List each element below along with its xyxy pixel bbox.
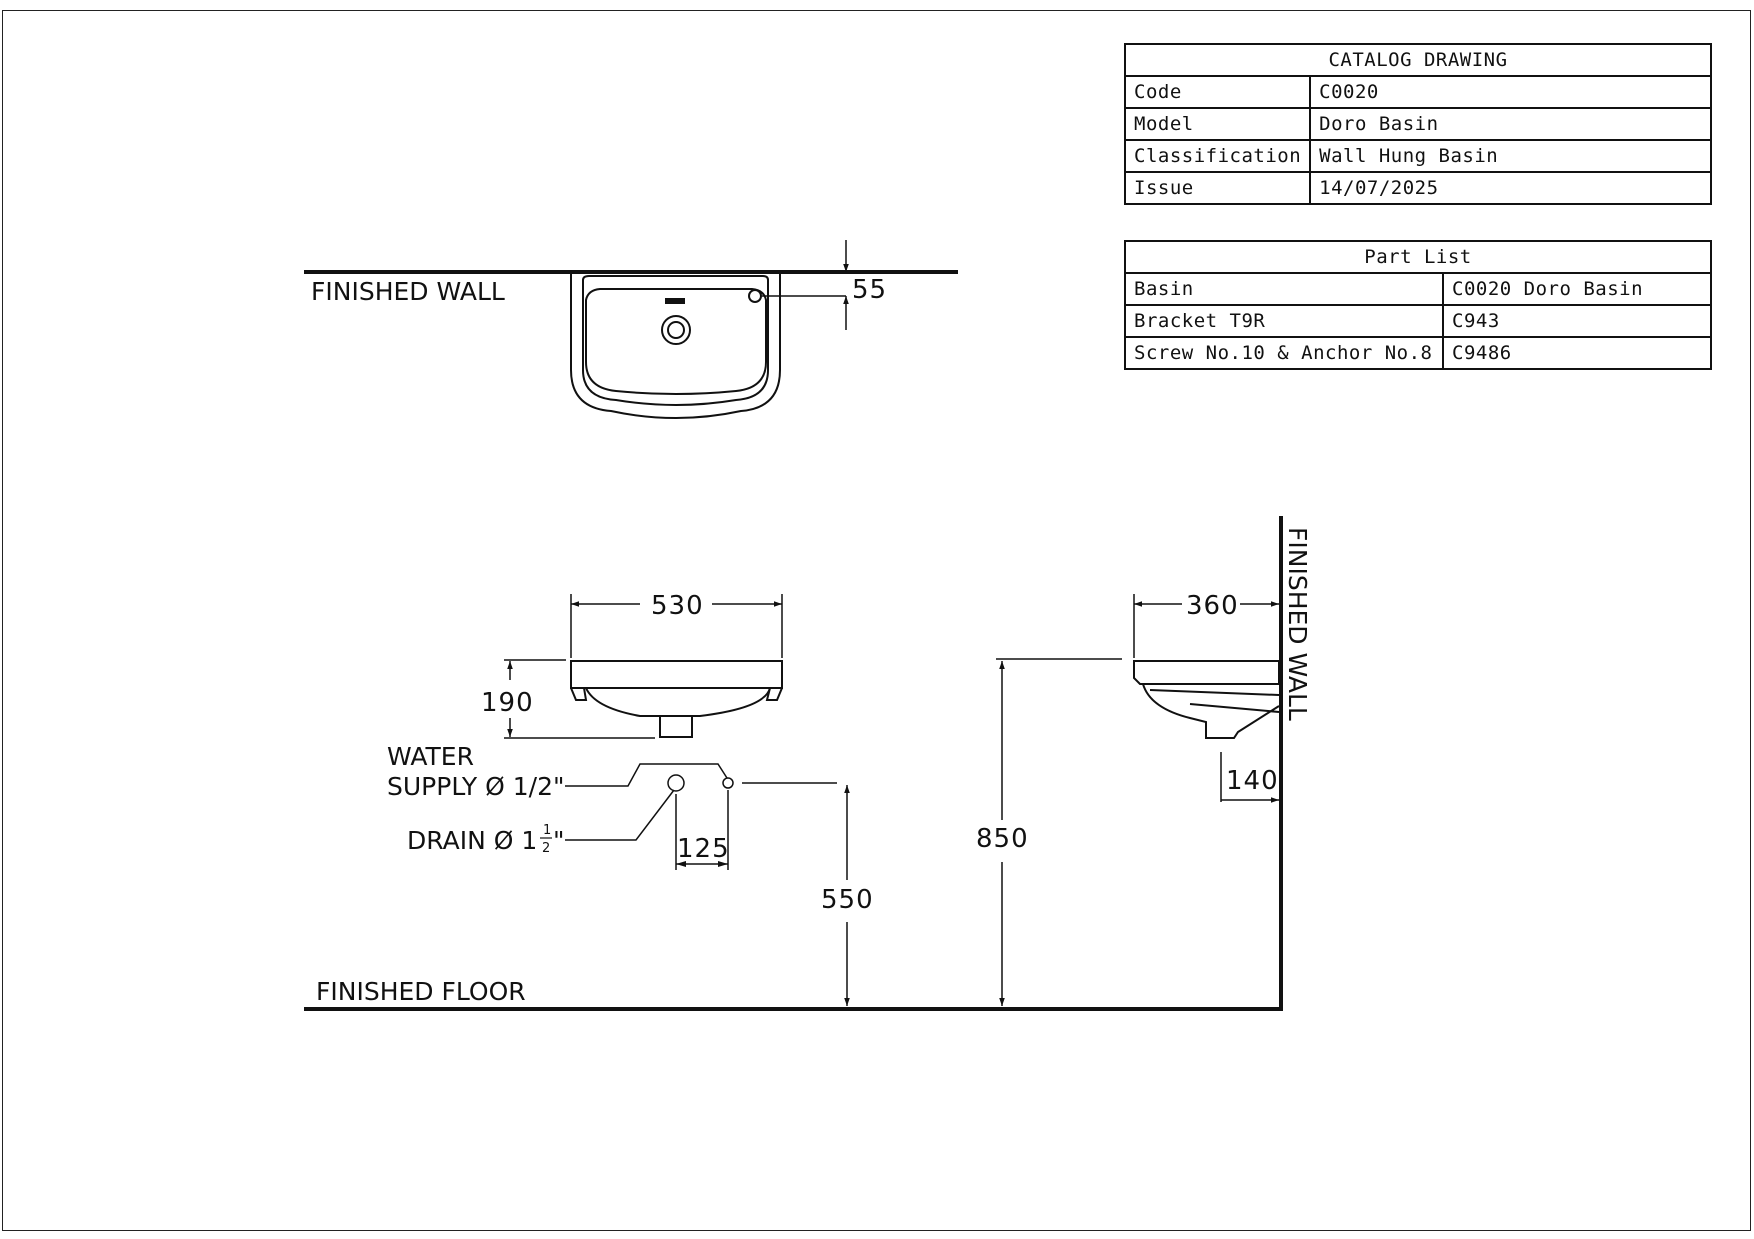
dim-bracket bbox=[1220, 752, 1279, 803]
drawing-frame bbox=[2, 10, 1751, 1231]
dim-depth bbox=[1133, 594, 1279, 658]
dim-height bbox=[504, 659, 655, 739]
water-supply-label-line2: SUPPLY Ø 1/2" bbox=[387, 772, 565, 801]
dim-label-550: 550 bbox=[821, 885, 874, 915]
top-view bbox=[304, 270, 958, 419]
dim-wall-gap bbox=[762, 240, 849, 330]
dim-rim-height bbox=[996, 658, 1122, 1006]
catalog-key: Code bbox=[1123, 75, 1312, 109]
drain-stub bbox=[659, 716, 693, 738]
dim-width bbox=[570, 594, 783, 658]
catalog-row-classification: Classification Wall Hung Basin bbox=[1123, 139, 1712, 173]
drain-leader bbox=[565, 789, 675, 841]
side-basin-top bbox=[1133, 660, 1280, 685]
side-view bbox=[1133, 660, 1280, 739]
catalog-key: Model bbox=[1123, 107, 1312, 141]
part-row: Bracket T9R C943 bbox=[1124, 304, 1712, 338]
basin-inner-rim bbox=[582, 275, 769, 406]
catalog-value: Doro Basin bbox=[1309, 107, 1712, 141]
finished-wall-side-label: FINISHED WALL bbox=[1283, 527, 1312, 721]
basin-bowl bbox=[585, 687, 771, 717]
front-view bbox=[570, 660, 783, 738]
part-code: C943 bbox=[1442, 304, 1712, 338]
bowl-outline bbox=[585, 288, 767, 395]
catalog-value: 14/07/2025 bbox=[1309, 171, 1712, 205]
catalog-title: CATALOG DRAWING bbox=[1124, 43, 1712, 77]
part-name: Screw No.10 & Anchor No.8 bbox=[1124, 336, 1444, 370]
catalog-row-model: Model Doro Basin bbox=[1123, 107, 1712, 141]
part-name: Bracket T9R bbox=[1124, 304, 1444, 338]
catalog-key: Classification bbox=[1123, 139, 1312, 173]
finished-floor-label: FINISHED FLOOR bbox=[316, 977, 526, 1006]
drain-hole-outer bbox=[661, 315, 691, 345]
supply-pipe-icon bbox=[722, 777, 734, 789]
basin-rim-notch-left bbox=[570, 687, 588, 701]
supply-drain-symbols bbox=[565, 763, 837, 841]
catalog-key: Issue bbox=[1123, 171, 1312, 205]
side-basin-bowl bbox=[1142, 683, 1280, 739]
drain-label: DRAIN Ø 1 1 2 " bbox=[407, 823, 565, 856]
part-row: Basin C0020 Doro Basin bbox=[1124, 272, 1712, 306]
drain-fraction-numerator: 1 bbox=[543, 823, 551, 838]
dim-label-850: 850 bbox=[976, 824, 1029, 854]
tap-hole bbox=[748, 289, 762, 303]
catalog-table: CATALOG DRAWING Code C0020 Model Doro Ba… bbox=[1123, 43, 1712, 205]
part-row: Screw No.10 & Anchor No.8 C9486 bbox=[1124, 336, 1712, 370]
drain-hole-inner bbox=[667, 321, 685, 339]
dim-label-55: 55 bbox=[852, 275, 887, 305]
overflow-slot bbox=[665, 298, 685, 304]
dim-label-190: 190 bbox=[481, 688, 534, 718]
finished-wall-label: FINISHED WALL bbox=[311, 277, 505, 306]
part-list-table: Part List Basin C0020 Doro Basin Bracket… bbox=[1124, 240, 1712, 370]
catalog-row-code: Code C0020 bbox=[1123, 75, 1712, 109]
basin-top-slab bbox=[570, 660, 783, 689]
drain-label-text: DRAIN Ø 1 bbox=[407, 826, 537, 855]
part-name: Basin bbox=[1124, 272, 1444, 306]
water-supply-leader bbox=[565, 763, 728, 787]
drain-pipe-icon bbox=[667, 774, 685, 792]
basin-outline bbox=[570, 274, 781, 419]
dim-label-140: 140 bbox=[1226, 766, 1279, 796]
catalog-value: C0020 bbox=[1309, 75, 1712, 109]
catalog-row-issue: Issue 14/07/2025 bbox=[1123, 171, 1712, 205]
catalog-value: Wall Hung Basin bbox=[1309, 139, 1712, 173]
part-code: C9486 bbox=[1442, 336, 1712, 370]
drain-fraction-denominator: 2 bbox=[542, 841, 550, 856]
water-supply-label-line1: WATER bbox=[387, 742, 474, 771]
drain-label-inch: " bbox=[553, 826, 565, 855]
basin-rim-notch-right bbox=[765, 687, 783, 701]
part-code: C0020 Doro Basin bbox=[1442, 272, 1712, 306]
dim-label-125: 125 bbox=[677, 834, 730, 864]
dim-label-360: 360 bbox=[1186, 591, 1239, 621]
dim-label-530: 530 bbox=[651, 591, 704, 621]
dim-supply-spacing bbox=[675, 790, 729, 870]
part-list-title: Part List bbox=[1124, 240, 1712, 274]
